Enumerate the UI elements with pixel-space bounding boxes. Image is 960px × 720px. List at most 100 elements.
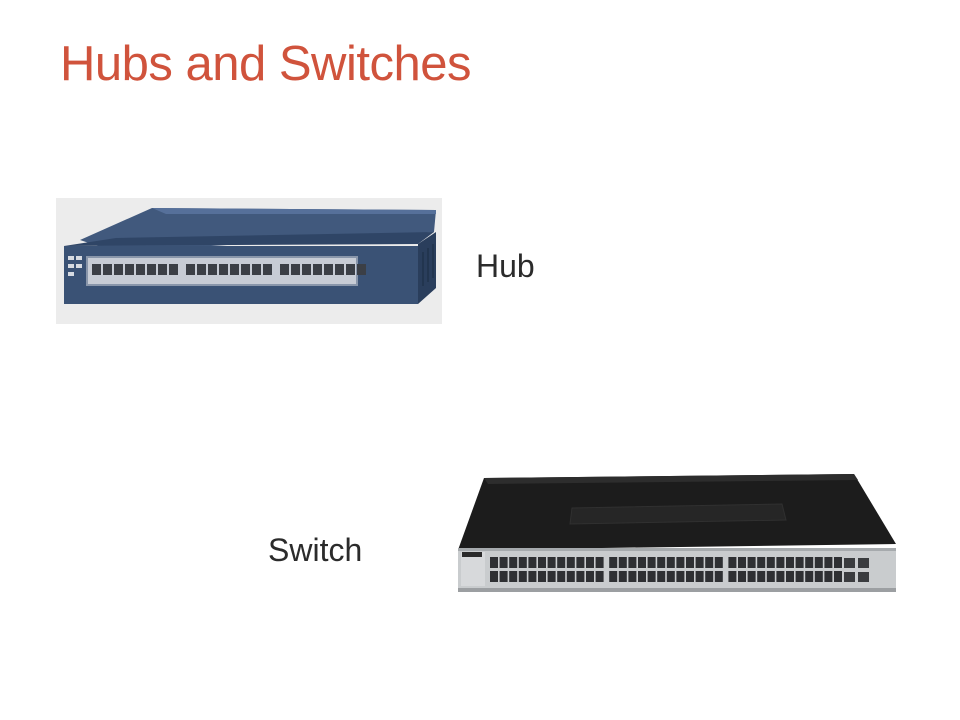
switch-image	[458, 474, 896, 592]
switch-port	[518, 557, 527, 568]
hub-port	[313, 264, 322, 275]
switch-port	[657, 571, 666, 582]
switch-port	[609, 557, 618, 568]
switch-port	[805, 557, 814, 568]
sfp-port	[844, 558, 855, 568]
switch-port	[695, 557, 704, 568]
switch-port	[499, 571, 508, 582]
switch-port	[747, 557, 756, 568]
hub-image	[56, 198, 442, 324]
switch-port	[686, 557, 694, 568]
switch-port	[557, 571, 566, 582]
switch-port	[490, 571, 498, 582]
hub-port	[335, 264, 344, 275]
switch-port	[776, 557, 785, 568]
switch-ports	[490, 557, 842, 582]
switch-port	[728, 557, 737, 568]
hub-port	[241, 264, 250, 275]
switch-port	[557, 557, 566, 568]
switch-port	[666, 557, 675, 568]
switch-port	[766, 571, 775, 582]
switch-port	[795, 571, 804, 582]
hub-port	[197, 264, 206, 275]
switch-port	[728, 571, 737, 582]
hub-port	[357, 264, 366, 275]
hub-port	[186, 264, 195, 275]
switch-port	[686, 571, 694, 582]
switch-port	[705, 571, 714, 582]
switch-port	[676, 571, 685, 582]
switch-port	[576, 557, 585, 568]
hub-port	[103, 264, 112, 275]
hub-port	[252, 264, 261, 275]
hub-ports	[92, 264, 366, 275]
switch-port	[586, 557, 594, 568]
hub-port	[125, 264, 134, 275]
switch-port	[609, 571, 618, 582]
hub-port	[324, 264, 333, 275]
switch-port	[538, 571, 546, 582]
switch-port	[814, 571, 823, 582]
switch-port	[566, 557, 575, 568]
switch-port	[618, 571, 627, 582]
sfp-port	[858, 558, 869, 568]
hub-port	[136, 264, 145, 275]
hub-port	[114, 264, 123, 275]
switch-label: Switch	[268, 532, 363, 568]
switch-port	[834, 571, 842, 582]
switch-port	[834, 557, 842, 568]
switch-port	[618, 557, 627, 568]
switch-sfp-ports	[844, 558, 869, 582]
switch-port	[695, 571, 704, 582]
switch-port	[824, 571, 833, 582]
switch-port	[628, 571, 637, 582]
switch-port	[766, 557, 775, 568]
hub-port	[147, 264, 156, 275]
hub-port	[158, 264, 167, 275]
switch-port	[576, 571, 585, 582]
switch-port	[805, 571, 814, 582]
switch-port	[757, 557, 766, 568]
switch-port	[776, 571, 785, 582]
switch-port	[786, 557, 794, 568]
hub-port	[230, 264, 239, 275]
switch-port	[676, 557, 685, 568]
hub-port	[263, 264, 272, 275]
switch-port	[657, 557, 666, 568]
switch-port	[814, 557, 823, 568]
switch-port	[747, 571, 756, 582]
switch-port	[795, 557, 804, 568]
hub-port	[208, 264, 217, 275]
switch-port	[647, 571, 656, 582]
switch-port	[509, 571, 518, 582]
switch-port	[538, 557, 546, 568]
switch-port	[499, 557, 508, 568]
switch-port	[528, 571, 537, 582]
switch-port	[595, 557, 604, 568]
switch-port	[628, 557, 637, 568]
hub-port	[291, 264, 300, 275]
hub-port	[302, 264, 311, 275]
switch-port	[528, 557, 537, 568]
switch-port	[638, 571, 646, 582]
switch-port	[666, 571, 675, 582]
hub-port	[280, 264, 289, 275]
switch-port	[586, 571, 594, 582]
switch-port	[705, 557, 714, 568]
switch-port	[738, 571, 746, 582]
switch-port	[509, 557, 518, 568]
switch-port	[518, 571, 527, 582]
switch-port	[757, 571, 766, 582]
slide-title: Hubs and Switches	[60, 37, 471, 91]
hub-label: Hub	[476, 248, 535, 284]
switch-port	[490, 557, 498, 568]
hub-port	[346, 264, 355, 275]
sfp-port	[858, 572, 869, 582]
switch-port	[547, 557, 556, 568]
hub-port	[219, 264, 228, 275]
hub-port	[169, 264, 178, 275]
hub-port	[92, 264, 101, 275]
switch-port	[786, 571, 794, 582]
switch-port	[595, 571, 604, 582]
switch-port	[824, 557, 833, 568]
